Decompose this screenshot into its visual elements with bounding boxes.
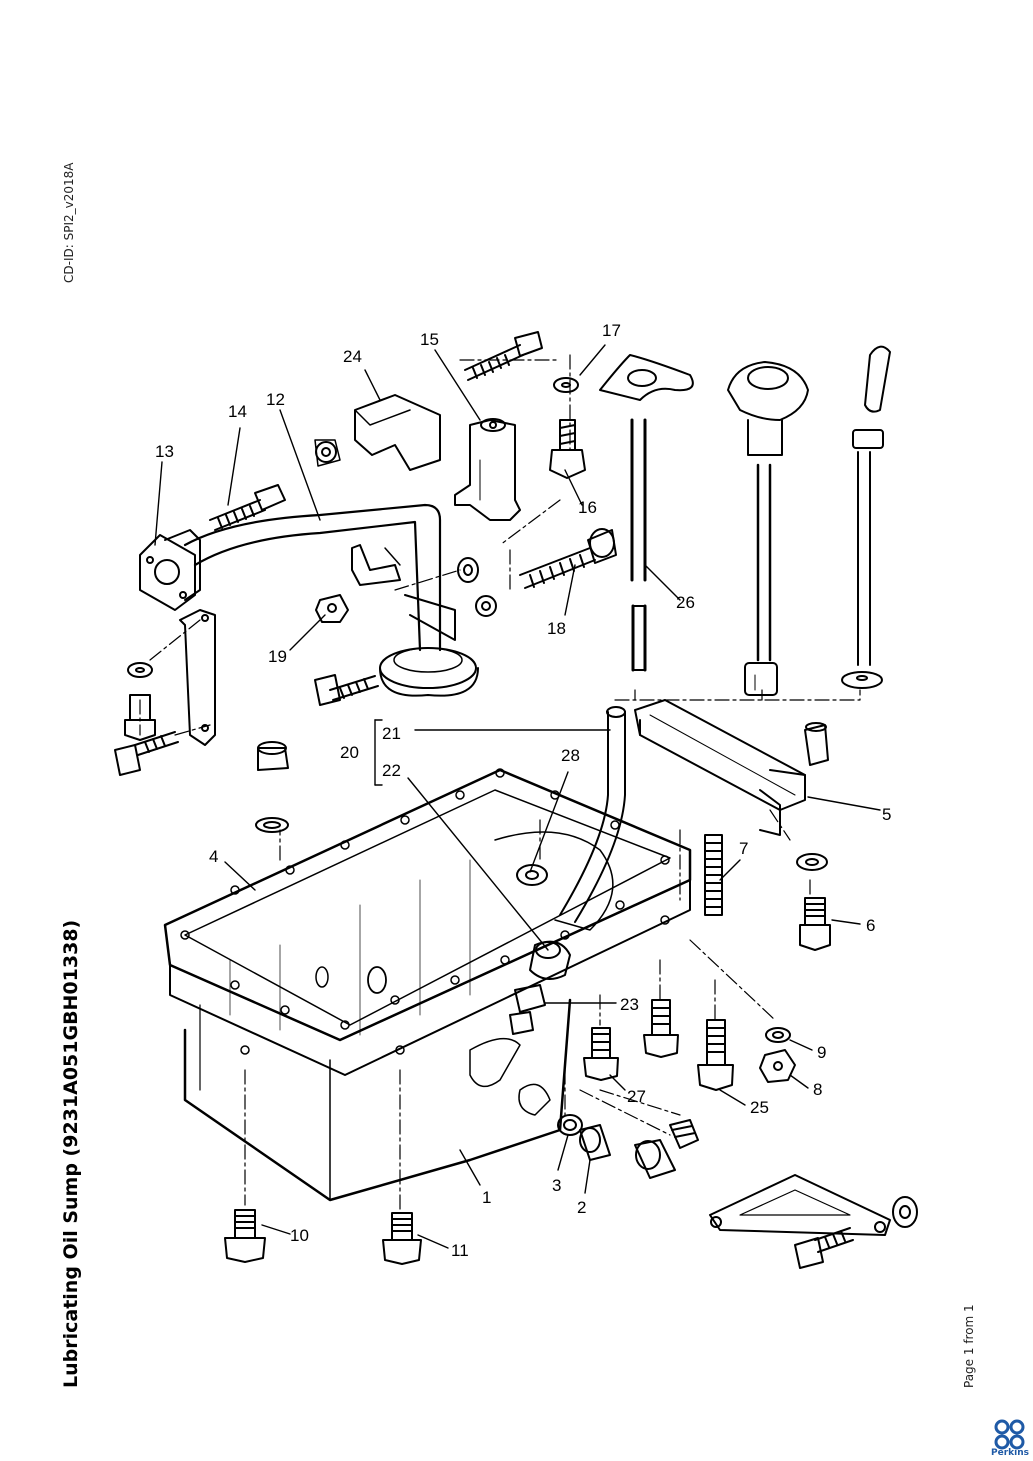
dipstick-knob	[727, 361, 809, 696]
callout-1: 1	[482, 1188, 491, 1207]
callout-12: 12	[266, 390, 285, 409]
leader-lines	[139, 354, 861, 1211]
perkins-logo-icon	[994, 1419, 1025, 1450]
sump-pan	[163, 768, 692, 1202]
callout-6: 6	[866, 916, 875, 935]
callout-18: 18	[547, 619, 566, 638]
callout-17: 17	[602, 321, 621, 340]
callout-20: 20	[340, 743, 359, 762]
dipstick-26	[599, 354, 694, 672]
callout-4: 4	[209, 847, 218, 866]
dipstick-loop	[841, 345, 891, 689]
callout-3: 3	[552, 1176, 561, 1195]
perkins-brand-text: Perkins	[991, 1448, 1029, 1458]
rail-assembly-5	[634, 699, 829, 836]
callout-24: 24	[343, 347, 362, 366]
callout-5: 5	[882, 805, 891, 824]
callout-9: 9	[817, 1043, 826, 1062]
bolts	[114, 331, 854, 1269]
washers-and-nuts	[127, 377, 918, 1228]
callout-10: 10	[290, 1226, 309, 1245]
callout-19: 19	[268, 647, 287, 666]
callout-23: 23	[620, 995, 639, 1014]
callout-11: 11	[451, 1241, 469, 1260]
clamp-24	[314, 394, 441, 471]
callout-15: 15	[420, 330, 439, 349]
bracket-15	[454, 418, 521, 521]
callout-21: 21	[382, 724, 401, 743]
support-bracket	[179, 609, 216, 746]
gasket-holes	[180, 768, 670, 1055]
callout-22: 22	[382, 761, 401, 780]
callout-27: 27	[627, 1087, 646, 1106]
callout-labels: 1 2 3 4 5 6 7 8 9 10 11 12 13 14 15 16 1…	[155, 321, 891, 1260]
callout-16: 16	[578, 498, 597, 517]
callout-14: 14	[228, 402, 247, 421]
callout-7: 7	[739, 839, 748, 858]
oil-pickup-pipe	[139, 503, 479, 697]
callout-8: 8	[813, 1080, 822, 1099]
clamp-lower	[351, 544, 401, 586]
mounting-bracket	[709, 1174, 891, 1236]
callout-25: 25	[750, 1098, 769, 1117]
callout-leaders	[154, 344, 881, 1249]
callout-28: 28	[561, 746, 580, 765]
callout-2: 2	[577, 1198, 586, 1217]
callout-26: 26	[676, 593, 695, 612]
dipstick-tube	[559, 706, 626, 923]
callout-13: 13	[155, 442, 174, 461]
